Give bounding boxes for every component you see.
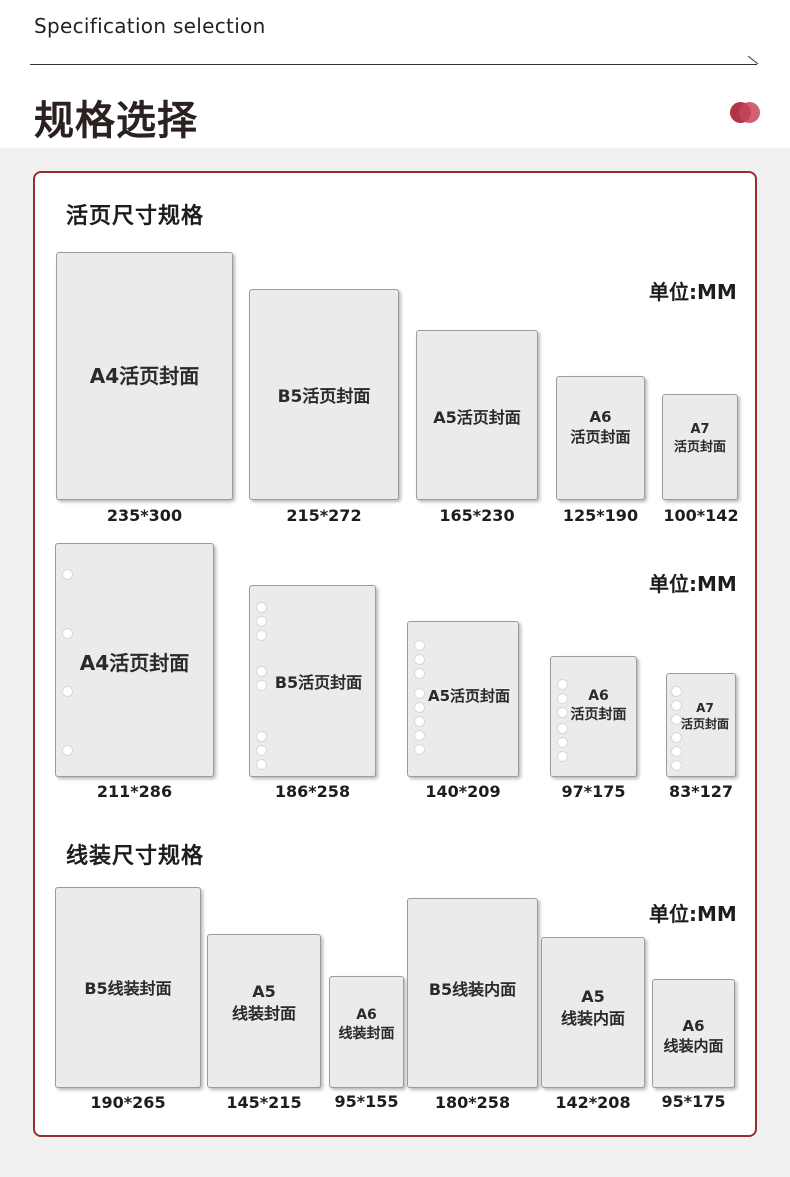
card-label: B5活页封面: [277, 387, 371, 407]
header-divider: [30, 64, 757, 65]
card-label: A6 线装内面: [663, 1017, 724, 1056]
card-label: A6 线装封面: [338, 1007, 395, 1042]
dimension-label: 100*142: [663, 506, 739, 525]
spec-card-a4-cover: A4活页封面: [56, 252, 233, 500]
spec-card-b5-thread-inner: B5线装内面: [407, 898, 538, 1088]
spec-card-a4-inner: A4活页封面: [55, 543, 214, 777]
unit-label: 单位:MM: [649, 902, 737, 926]
dimension-label: 190*265: [90, 1093, 166, 1112]
thread-bound-section-title: 线装尺寸规格: [66, 844, 205, 869]
dimension-label: 125*190: [562, 506, 639, 525]
card-label: A6 活页封面: [570, 688, 627, 723]
spec-card-a6-inner: A6 活页封面: [550, 656, 637, 777]
card-label: A4活页封面: [89, 364, 200, 388]
dimension-label: 95*155: [334, 1092, 399, 1111]
page-title: 规格选择: [34, 98, 198, 144]
spec-card-a5-thread-inner: A5 线装内面: [541, 937, 645, 1088]
dimension-label: 186*258: [274, 782, 351, 801]
spec-card-b5-cover: B5活页封面: [249, 289, 399, 500]
spec-card-a5-thread-cover: A5 线装封面: [207, 934, 321, 1088]
card-label: A5 线装封面: [231, 982, 296, 1023]
card-label: A7 活页封面: [680, 701, 729, 732]
dimension-label: 142*208: [555, 1093, 631, 1112]
spec-card-a5-inner: A5活页封面: [407, 621, 519, 777]
arrow-tail-icon: [748, 56, 758, 64]
dimension-label: 235*300: [106, 506, 183, 525]
unit-label: 单位:MM: [649, 280, 737, 304]
dimension-label: 83*127: [668, 782, 734, 801]
card-label: A6 活页封面: [570, 408, 631, 447]
dimension-label: 211*286: [96, 782, 173, 801]
card-label: A7 活页封面: [673, 422, 726, 455]
dimension-label: 180*258: [434, 1093, 511, 1112]
spec-card-b5-inner: B5活页封面: [249, 585, 376, 777]
spec-card-a7-inner: A7 活页封面: [666, 673, 736, 777]
unit-label: 单位:MM: [649, 572, 737, 596]
card-label: B5活页封面: [274, 673, 363, 692]
subtitle-english: Specification selection: [34, 14, 266, 38]
spec-card-b5-thread-cover: B5线装封面: [55, 887, 201, 1088]
dimension-label: 140*209: [425, 782, 501, 801]
dimension-label: 145*215: [226, 1093, 302, 1112]
spec-card-a5-cover: A5活页封面: [416, 330, 538, 500]
spec-card-a6-thread-cover: A6 线装封面: [329, 976, 404, 1088]
spec-card-a7-cover: A7 活页封面: [662, 394, 738, 500]
loose-leaf-section-title: 活页尺寸规格: [66, 204, 205, 229]
card-label: A5活页封面: [427, 687, 511, 705]
decorative-dots-icon: [730, 102, 760, 124]
spec-card-a6-thread-inner: A6 线装内面: [652, 979, 735, 1088]
dimension-label: 215*272: [286, 506, 362, 525]
dimension-label: 97*175: [561, 782, 626, 801]
dimension-label: 165*230: [439, 506, 515, 525]
card-label: A5 线装内面: [560, 987, 625, 1028]
dimension-label: 95*175: [661, 1092, 726, 1111]
card-label: B5线装封面: [84, 979, 172, 998]
card-label: A4活页封面: [79, 651, 190, 675]
spec-card-a6-cover: A6 活页封面: [556, 376, 645, 500]
card-label: A5活页封面: [433, 408, 521, 427]
card-label: B5线装内面: [428, 980, 517, 999]
